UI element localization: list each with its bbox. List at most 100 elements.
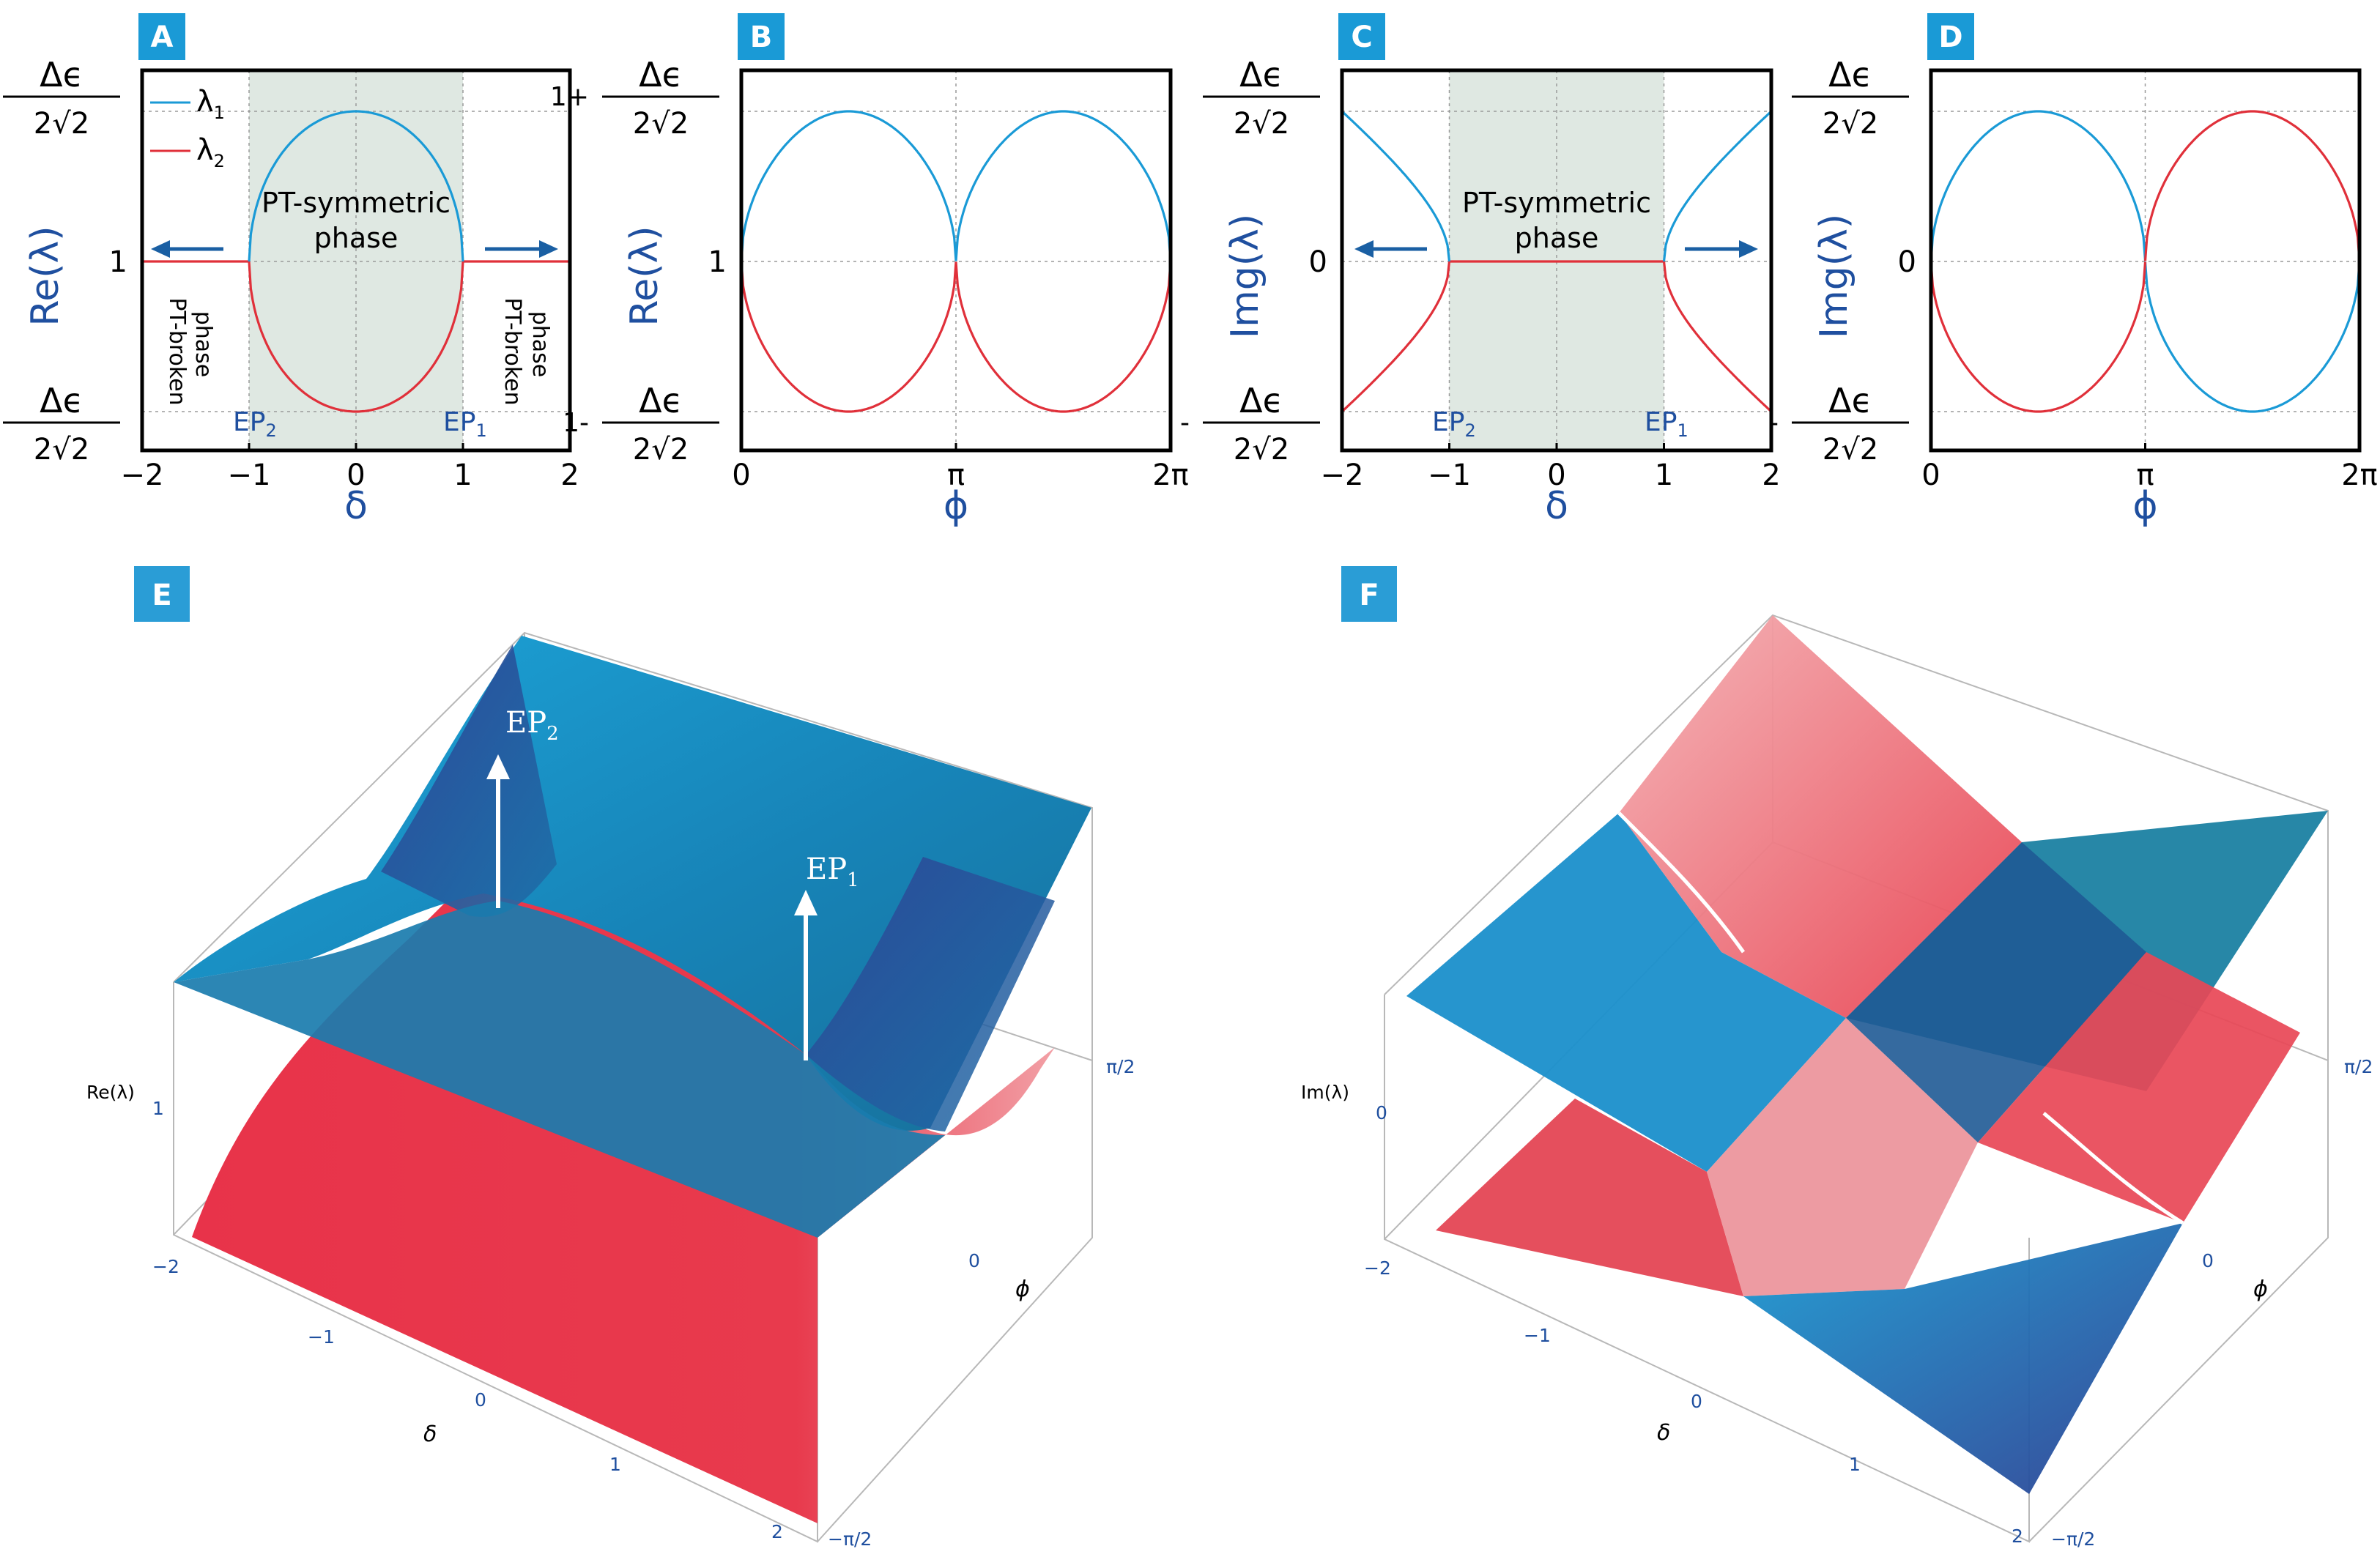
y-tick-top-b: 1+ Δϵ 2√2 (550, 55, 719, 141)
y-tick-top-b-prefix: 1+ (550, 82, 589, 112)
x-tick-label-c-4: 2 (1762, 458, 1780, 492)
series-lambda1-a (248, 110, 464, 262)
legend-lambda2-label: λ2 (196, 133, 225, 171)
x-tick-label-a-2: 0 (346, 458, 365, 492)
series-lambda2-c (1341, 260, 1773, 413)
surface-f-blue-left (1406, 813, 1846, 1172)
x-tick-label-c-1: −1 (1428, 458, 1471, 492)
x-tick-e-m1: −1 (308, 1326, 335, 1348)
ep2-label-e: EP2 (505, 706, 559, 745)
x-tick-label-c-3: 1 (1655, 458, 1673, 492)
ep1-label-c: EP1 (1645, 407, 1688, 441)
y-tick-bot-d: -Δϵ2√2 (1769, 381, 1909, 467)
y-tick-top-b-den: 2√2 (633, 107, 689, 141)
y-tick-bot-b-den: 2√2 (633, 433, 689, 467)
y-tick-top-d-num: Δϵ (1828, 55, 1872, 94)
x-tick-label-d-1: π (2136, 458, 2154, 492)
series-lambda1-c-right (1662, 110, 1773, 262)
series-lambda2-b (740, 261, 1172, 413)
series-lambda1-c-left (1341, 110, 1451, 262)
surface-f-blue-front (1743, 1223, 2183, 1494)
y-axis-label-e: ϕ (1015, 1277, 1030, 1302)
y-tick-top-b-num: Δϵ (639, 55, 683, 94)
y-tick-top-a-den: 2√2 (34, 107, 89, 141)
surface-f-red-top (1619, 615, 2022, 1018)
seam-f-1 (1617, 811, 1746, 954)
surface-e-blue-front (174, 901, 945, 1238)
y-axis-label-a: Re(λ) (23, 226, 67, 326)
surface-f-pink-center (1707, 1018, 1978, 1296)
y-tick-top-a: 1+Δϵ2√2 (3, 55, 120, 141)
x-tick-f-m2: −2 (1364, 1257, 1391, 1279)
surface-e-blue-dark-2 (806, 857, 1055, 1132)
ep1-arrow-e (794, 890, 818, 1060)
pt-symmetric-phase-label-c: phase (1515, 222, 1599, 254)
series-lambda1-d-1 (1929, 110, 2147, 262)
panel-badge-d (1927, 13, 1974, 60)
y-axis-label-d: Img(λ) (1812, 214, 1856, 338)
y-tick-f-pi2: π/2 (2344, 1056, 2373, 1077)
panel-badge-c (1338, 13, 1385, 60)
surface-e-blue-dark (381, 644, 557, 917)
x-axis-label-a: δ (344, 484, 368, 528)
x-tick-f-0: 0 (1691, 1391, 1702, 1412)
y-tick-bot-c-den: 2√2 (1234, 433, 1289, 467)
y-tick-bot-c-prefix: - (1180, 408, 1190, 438)
series-lambda1-b (740, 110, 1172, 262)
y-tick-bot-d-den: 2√2 (1823, 433, 1878, 467)
x-axis-label-f: δ (1657, 1420, 1670, 1446)
series-lambda2-a (142, 260, 570, 413)
z-tick-f: 0 (1376, 1102, 1387, 1123)
panel-badge-label-d: D (1938, 21, 1962, 54)
y-tick-mid-c: 0 (1309, 245, 1327, 279)
panel-badge-label-b: B (750, 21, 773, 54)
x-tick-label-c-2: 0 (1547, 458, 1565, 492)
x-tick-label-b-2: 2π (1152, 458, 1189, 492)
y-tick-bot-b: 1- Δϵ 2√2 (563, 381, 719, 467)
arrow-right-a-head (539, 240, 558, 258)
panel-badge-f (1341, 566, 1397, 622)
y-tick-top-d: Δϵ 2√2 (1792, 55, 1909, 141)
x-tick-label-a-4: 2 (560, 458, 579, 492)
surface-f-red-right (1978, 952, 2300, 1223)
x-tick-label-b-1: π (947, 458, 965, 492)
series-lambda1-d-2 (2143, 261, 2361, 413)
y-axis-label-b: Re(λ) (623, 226, 667, 326)
x-tick-e-m2: −2 (152, 1256, 179, 1277)
y-tick-top-d-den: 2√2 (1823, 107, 1878, 141)
panel-f: F Im(λ) 0 −2 −1 0 1 2 δ (1301, 566, 2373, 1550)
panel-badge-a (138, 13, 185, 60)
ep1-label-a: EP1 (443, 407, 487, 441)
pt-symmetric-phase-label-a: phase (314, 222, 398, 254)
x-tick-e-2: 2 (771, 1521, 783, 1542)
arrow-left-c-head (1354, 240, 1373, 258)
y-tick-top-c-num: Δϵ (1239, 55, 1283, 94)
x-tick-label-a-3: 1 (453, 458, 472, 492)
x-tick-f-1: 1 (1849, 1454, 1861, 1475)
y-tick-bot-b-num: Δϵ (639, 381, 683, 420)
y-tick-f-0: 0 (2202, 1250, 2214, 1271)
y-tick-bot-b-prefix: 1- (563, 408, 589, 438)
ep2-arrow-e (486, 754, 510, 908)
y-tick-top-c: Δϵ2√2 (1203, 55, 1320, 141)
x-tick-label-b-0: 0 (732, 458, 750, 492)
y-axis-label-f: ϕ (2253, 1277, 2268, 1302)
arrow-left-a-head (151, 240, 170, 258)
y-tick-bot-a-den: 2√2 (34, 433, 89, 467)
y-tick-bot-c: -Δϵ2√2 (1180, 381, 1320, 467)
legend-lambda1-label: λ1 (196, 85, 225, 123)
z-tick-e: 1 (152, 1098, 164, 1119)
surface-f-red-front (1436, 1099, 1743, 1296)
x-tick-label-a-0: −2 (121, 458, 164, 492)
ep1-label-e: EP1 (806, 852, 859, 891)
x-tick-label-a-1: −1 (228, 458, 271, 492)
z-axis-label-f: Im(λ) (1301, 1082, 1349, 1103)
panel-badge-e (134, 566, 190, 622)
y-tick-e-pi2: π/2 (1106, 1056, 1135, 1077)
pt-broken-phase-label-a-right: phase (527, 311, 553, 378)
x-tick-label-d-0: 0 (1921, 458, 1940, 492)
